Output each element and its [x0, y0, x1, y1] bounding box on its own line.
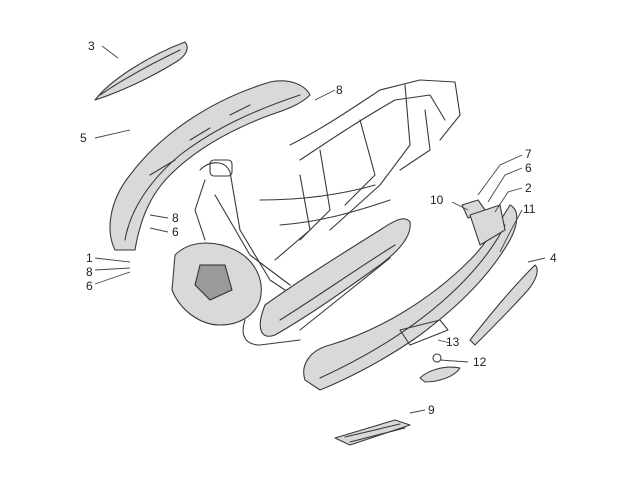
callout-8-left: 8 — [172, 211, 179, 225]
right-side-panel — [303, 204, 518, 391]
callout-10: 10 — [430, 193, 444, 207]
leader-lines — [94, 45, 546, 414]
callout-11: 11 — [523, 202, 536, 216]
callout-2: 2 — [525, 181, 532, 195]
callout-6-right: 6 — [525, 161, 532, 175]
callout-9: 9 — [428, 403, 435, 417]
floor-panel — [259, 218, 411, 337]
main-frame — [194, 79, 461, 301]
callout-12: 12 — [473, 355, 487, 369]
callout-7: 7 — [525, 147, 532, 161]
callout-5: 5 — [80, 131, 87, 145]
part-10-bracket — [461, 199, 506, 246]
callout-1: 1 — [86, 251, 93, 265]
callout-8-top: 8 — [336, 83, 343, 97]
callout-13: 13 — [446, 335, 460, 349]
callout-8-bottom-left: 8 — [86, 265, 93, 279]
callout-3: 3 — [88, 39, 95, 53]
callout-6-left: 6 — [172, 225, 179, 239]
part-12-emblem — [419, 353, 461, 383]
part-3-top-cover — [94, 41, 188, 101]
callout-6-bottom-left: 6 — [86, 279, 93, 293]
lower-left-fairing — [171, 242, 301, 346]
callout-labels: 3 5 8 8 6 1 8 6 7 6 2 10 11 4 13 12 9 — [80, 39, 557, 417]
part-4-side-trim — [469, 264, 538, 346]
part-5-front-fairing — [109, 80, 311, 251]
part-9-decal — [334, 419, 411, 446]
callout-4: 4 — [550, 251, 557, 265]
